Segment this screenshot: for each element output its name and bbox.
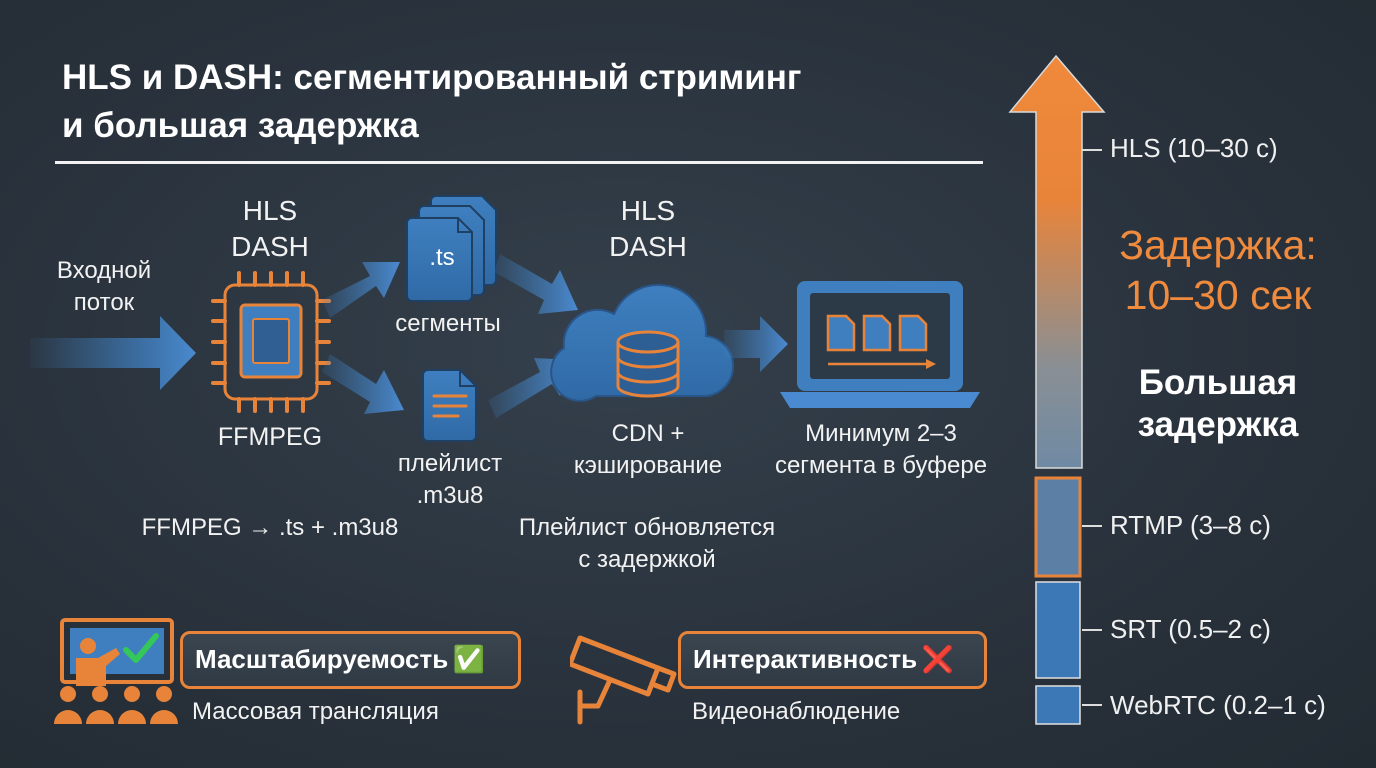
interactivity-subtitle: Видеонаблюдение (692, 698, 901, 725)
buffer-segments-icon (826, 314, 928, 352)
encoder-name-label: FFMPEG (217, 423, 323, 451)
database-icon (616, 330, 680, 398)
scalability-card: Масштабируемость ✅ (180, 631, 521, 689)
ts-icon-label: .ts (429, 244, 455, 271)
encoder-protocols-label: HLS DASH (231, 195, 309, 262)
segments-to-cdn-arrow (494, 254, 578, 314)
presentation-audience-icon (54, 618, 178, 724)
chip-icon (211, 271, 331, 413)
input-arrow (30, 316, 196, 390)
segments-label: сегменты (395, 310, 501, 337)
tick-label-hls: HLS (10–30 с) (1110, 133, 1278, 163)
latency-scale (1008, 54, 1106, 725)
latency-scale-ticks (1082, 149, 1102, 706)
security-camera-icon (570, 635, 677, 725)
tick-label-rtmp: RTMP (3–8 с) (1110, 510, 1271, 540)
cdn-to-player-arrow (724, 316, 788, 372)
cross-mark-icon: ❌ (921, 644, 954, 674)
latency-scale-arrow (1008, 54, 1106, 469)
playlist-file-icon (422, 369, 477, 442)
latency-headline: Задержка: 10–30 сек (1119, 222, 1317, 318)
input-stream-label: Входной поток (56, 257, 152, 316)
page-title-line1: HLS и DASH: сегментированный стриминг (62, 58, 802, 97)
page-title: HLS и DASH: сегментированный стриминг и … (62, 54, 802, 150)
high-latency-tag: Большая задержка (1137, 363, 1299, 444)
title-divider (55, 161, 983, 164)
tick-label-webrtc: WebRTC (0.2–1 с) (1110, 690, 1326, 720)
page-title-line2: и большая задержка (62, 106, 419, 145)
chip-to-playlist-arrow (322, 354, 404, 414)
cdn-protocols-label: HLS DASH (609, 195, 687, 262)
laptop-player-icon (780, 281, 980, 408)
tick-label-srt: SRT (0.5–2 с) (1110, 614, 1271, 644)
cdn-cloud-icon (550, 283, 735, 402)
check-mark-icon: ✅ (452, 644, 486, 674)
interactivity-card: Интерактивность ❌ (678, 631, 987, 689)
playlist-update-caption: Плейлист обновляется с задержкой (518, 514, 776, 573)
playlist-label: плейлист .m3u8 (397, 450, 503, 509)
cdn-label: CDN + кэширование (573, 420, 723, 479)
flow-diagram (30, 195, 980, 442)
buffer-label: Минимум 2–3 сегмента в буфере (774, 420, 988, 479)
ffmpeg-caption: FFMPEG → .ts + .m3u8 (141, 514, 399, 541)
chip-to-segments-arrow (322, 262, 400, 318)
scalability-subtitle: Массовая трансляция (192, 698, 439, 725)
interactivity-title: Интерактивность (693, 644, 918, 674)
ts-segments-icon (406, 195, 497, 302)
latency-scale-segments (1034, 476, 1082, 725)
scalability-title: Масштабируемость (195, 644, 449, 674)
